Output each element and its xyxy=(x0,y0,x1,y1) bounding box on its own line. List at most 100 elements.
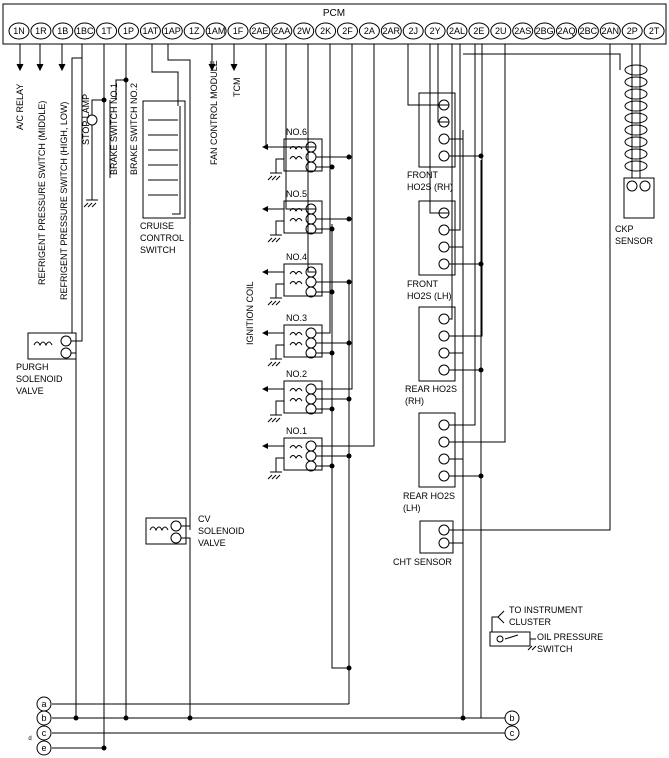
ignition-coil-3: NO.3 xyxy=(262,44,352,367)
pcm-pin-label: 2P xyxy=(627,26,638,36)
pcm-pin-label: 2K xyxy=(320,26,331,36)
ckp-label-2: SENSOR xyxy=(615,236,654,246)
ho2s-sensor-3 xyxy=(418,44,484,382)
ho2s-signal-wire xyxy=(449,44,476,426)
pcm-pin-label: 1AM xyxy=(207,26,226,36)
junction xyxy=(187,715,193,721)
coil-output-arrow xyxy=(262,206,268,212)
pcm-pin-label: 2U xyxy=(495,26,507,36)
connector-right-b xyxy=(504,710,520,726)
bottom-bus xyxy=(52,703,505,749)
coil-label: NO.5 xyxy=(286,189,307,199)
pcm-pin xyxy=(577,22,599,40)
oil-pressure-switch xyxy=(489,610,537,651)
pcm-pin xyxy=(643,22,665,40)
pcm-pin xyxy=(490,22,512,40)
ignition-coil-6: NO.6 xyxy=(262,44,352,181)
pcm-pin xyxy=(315,22,337,40)
pcm-pin xyxy=(52,22,74,40)
junction xyxy=(73,715,79,721)
ho2s-rails xyxy=(463,53,621,718)
coil-label: NO.4 xyxy=(286,252,307,262)
pcm-pin-label: 2AS xyxy=(514,26,531,36)
purge-label-2: SOLENOID xyxy=(16,374,63,384)
pcm-pin xyxy=(8,22,30,40)
oil-label-2: SWITCH xyxy=(537,644,573,654)
pcm-pin xyxy=(512,22,534,40)
ckp-sensor xyxy=(623,44,655,219)
ho2s-signal-wire xyxy=(449,44,453,320)
pcm-pin-label: 2W xyxy=(297,26,311,36)
junction xyxy=(101,745,107,751)
pcm-pin-label: 2AA xyxy=(273,26,290,36)
pcm-pin xyxy=(380,22,402,40)
pcm-pin-label: 1P xyxy=(123,26,134,36)
pcm-pin-label: 1AP xyxy=(164,26,181,36)
pcm-pin-label: 1B xyxy=(57,26,68,36)
front-rh-label-1: FRONT xyxy=(407,170,438,180)
cv-label-3: VALVE xyxy=(198,538,226,548)
ignition-coil-label: IGNITION COIL xyxy=(245,281,255,345)
coil-label: NO.1 xyxy=(286,426,307,436)
pcm-pin xyxy=(205,22,227,40)
coil-winding xyxy=(289,271,303,285)
pcm-pin xyxy=(249,22,271,40)
ho2s-signal-wire xyxy=(429,44,449,214)
ho2s-signal-wire xyxy=(407,44,449,106)
connector-left-e xyxy=(36,740,52,756)
connector-left-label: e xyxy=(41,743,46,753)
pcm-pin xyxy=(183,22,205,40)
ignition-coil-4: NO.4 xyxy=(262,44,352,306)
pcm-pin-label: 2AR xyxy=(383,26,401,36)
coil-rails xyxy=(331,224,350,704)
cruise-label-3: SWITCH xyxy=(140,245,176,255)
coil-output-arrow xyxy=(262,386,268,392)
coil-output-arrow xyxy=(262,330,268,336)
coil-signal-wire xyxy=(265,44,316,148)
pcm-pin-label: 2BC xyxy=(580,26,598,36)
refrig-middle-label: REFRIGENT PRESSURE SWITCH (MIDDLE) xyxy=(37,101,47,285)
pcm-pin-label: 2AN xyxy=(602,26,620,36)
junction xyxy=(346,154,352,160)
connector-left-label: a xyxy=(41,699,46,709)
pcm-pin-label: 1T xyxy=(101,26,112,36)
connector-right-label: b xyxy=(509,713,514,723)
pcm-title: PCM xyxy=(323,8,345,19)
pcm-pin xyxy=(358,22,380,40)
junction xyxy=(123,715,129,721)
pcm-pin-label: 2A xyxy=(364,26,375,36)
ckp-label-1: CKP xyxy=(615,224,634,234)
connector-left-b xyxy=(36,710,52,726)
ignition-coil-5: NO.5 xyxy=(262,44,352,243)
connector-left-label: b xyxy=(41,713,46,723)
pcm-pin-label: 1Z xyxy=(189,26,200,36)
pcm-pin xyxy=(621,22,643,40)
front-lh-label-1: FRONT xyxy=(407,279,438,289)
junction xyxy=(460,715,466,721)
pcm-pin xyxy=(402,22,424,40)
cht-sensor xyxy=(419,44,611,554)
pcm-pin-label: 2F xyxy=(342,26,353,36)
pcm-pin xyxy=(74,22,96,40)
coil-ground xyxy=(267,283,284,306)
ho2s-sensor-2 xyxy=(418,44,484,276)
pcm-pin-label: 2E xyxy=(473,26,484,36)
coil-ground xyxy=(267,220,284,243)
rear-lh-label-2: (LH) xyxy=(403,503,421,513)
junction xyxy=(329,164,335,170)
coil-signal-wire xyxy=(316,44,331,334)
pcm-pin xyxy=(139,22,161,40)
junction xyxy=(123,77,129,83)
junction xyxy=(478,153,484,159)
ho2s-heater-wire xyxy=(449,44,483,337)
purge-solenoid-valve xyxy=(27,44,83,718)
ho2s-heater-wire xyxy=(449,44,506,443)
brake-switch-2-label: BRAKE SWITCH NO.2 xyxy=(129,83,139,175)
pcm-pin-label: 1AT xyxy=(142,26,158,36)
ho2s-sensor-1 xyxy=(407,44,484,168)
rear-rh-label-1: REAR HO2S xyxy=(405,384,457,394)
stop-lamp-label: STOP LAMP xyxy=(81,94,91,145)
